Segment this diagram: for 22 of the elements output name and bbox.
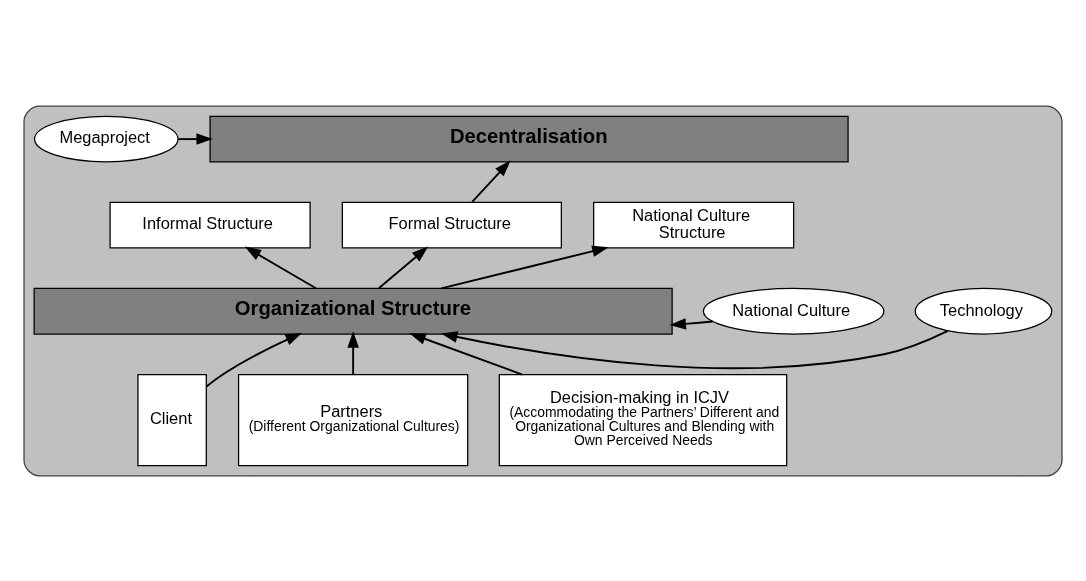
arrow — [244, 246, 317, 289]
node-ellipse: Technology — [914, 287, 1053, 335]
arrow — [669, 317, 714, 330]
node-box: Organizational Structure — [33, 287, 673, 335]
node-ellipse: Megaproject — [33, 115, 179, 163]
node-box: Partners (Different Organizational Cultures) — [237, 373, 469, 466]
node-box: Decision-making in ICJV (Accommodating the Partners’ Different and Organizational Cultures and Blending with Own Perceived Needs — [498, 373, 788, 466]
arrow — [440, 245, 609, 289]
arrow — [409, 332, 524, 375]
node-box: Informal Structure — [109, 201, 311, 249]
arrow — [471, 159, 511, 203]
node-box: National Culture Structure — [593, 201, 795, 249]
arrow — [441, 329, 949, 369]
node-ellipse: National Culture — [702, 287, 885, 335]
node-box: Decentralisation — [209, 115, 849, 163]
node-box: Formal Structure — [341, 201, 562, 249]
arrow — [378, 245, 429, 289]
arrow — [205, 332, 302, 387]
cluster — [23, 105, 1063, 476]
arrow — [347, 330, 359, 375]
node-box: Client — [137, 373, 207, 466]
arrow — [177, 132, 213, 145]
